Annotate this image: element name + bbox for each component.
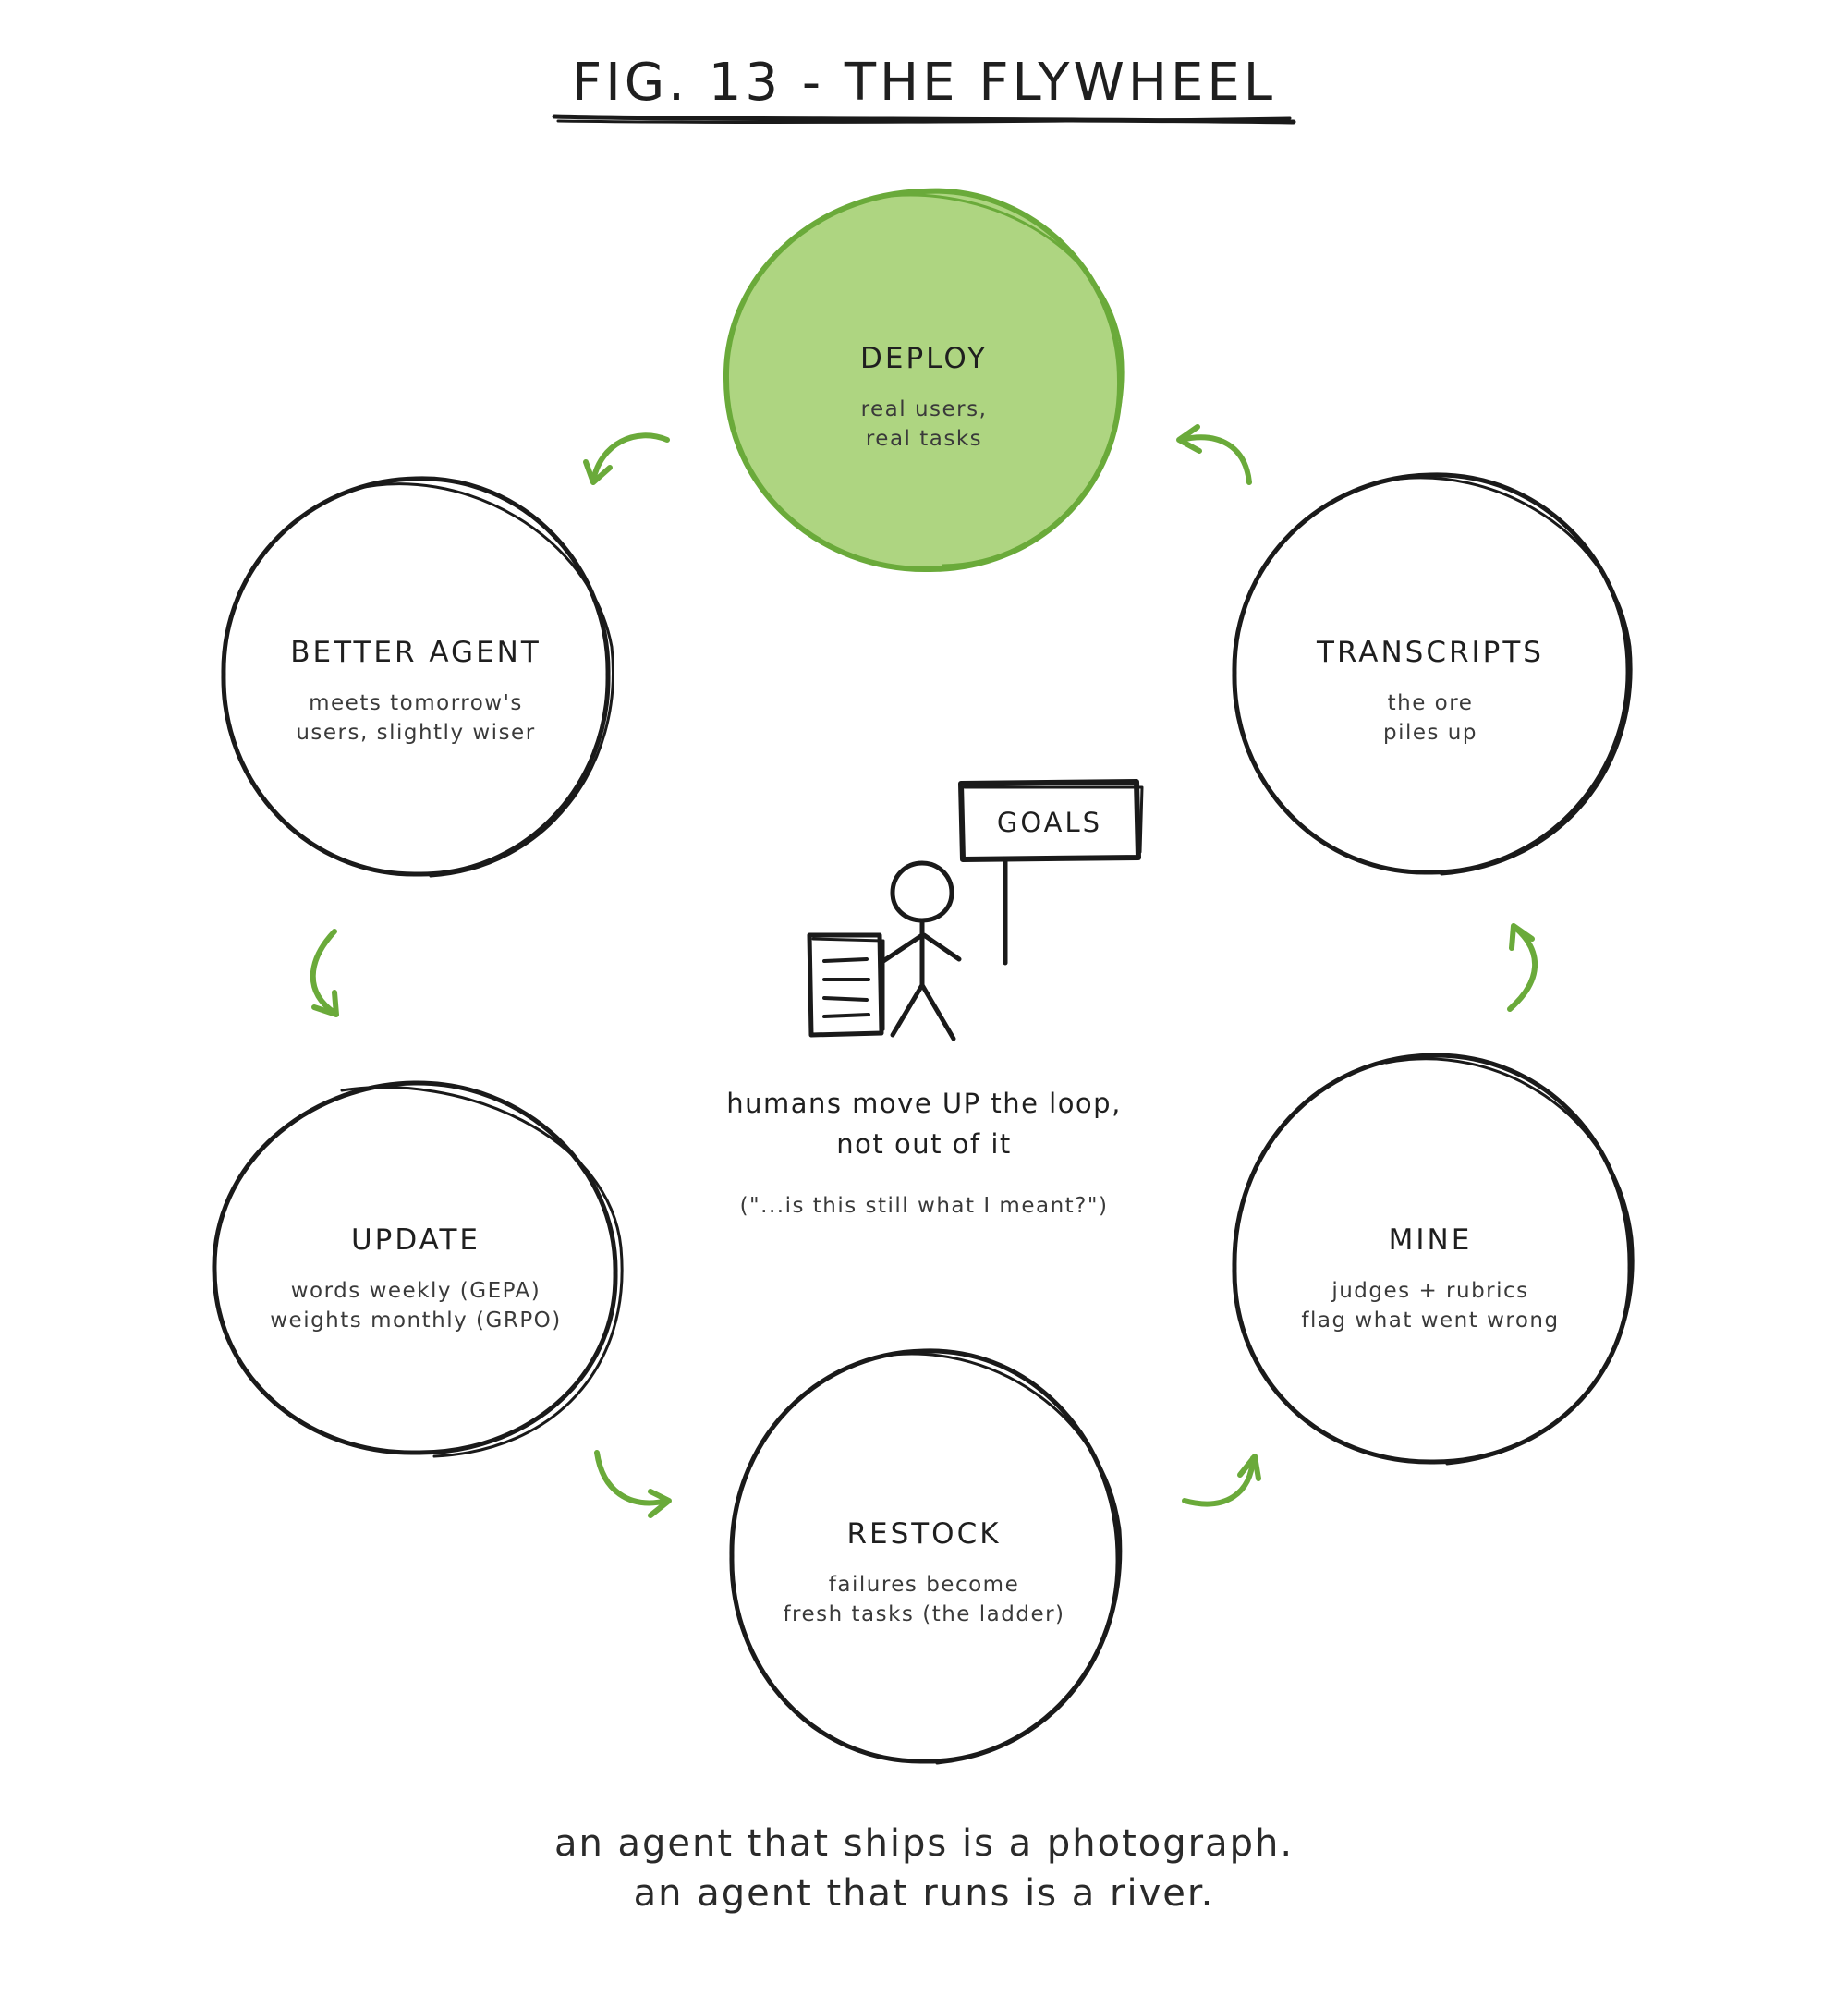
center-aside-quote: ("...is this still what I meant?") (740, 1194, 1109, 1218)
goals-sign-board (958, 779, 1141, 862)
caption-line-2: an agent that runs is a river. (634, 1872, 1215, 1915)
node-transcripts-line-2: piles up (1383, 721, 1477, 745)
node-update-line-1: words weekly (GEPA) (291, 1279, 541, 1303)
clipboard-line-1 (822, 957, 869, 963)
goals-sign-board-second-stroke (963, 785, 1144, 854)
node-transcripts-title: TRANSCRIPTS (1316, 636, 1544, 669)
edge-restock-to-mine (1182, 1454, 1261, 1507)
node-better-agent-line-2: users, slightly wiser (296, 721, 535, 745)
edge-update-to-restock-head (648, 1489, 672, 1518)
caption-line-1: an agent that ships is a photograph. (554, 1822, 1294, 1865)
clipboard-icon-second-stroke (811, 937, 885, 1031)
node-update: UPDATE words weekly (GEPA) weights month… (212, 1080, 624, 1458)
stick-figure-head (890, 860, 954, 923)
clipboard-line-4 (822, 1013, 870, 1018)
node-deploy-line-2: real tasks (866, 427, 982, 451)
edge-better-agent-to-update-head (311, 990, 339, 1017)
edge-transcripts-to-deploy-shaft (1178, 434, 1252, 485)
node-transcripts-line-1: the ore (1388, 691, 1474, 715)
stick-figure-right-leg (919, 982, 956, 1041)
clipboard-line-3 (822, 996, 869, 1002)
node-better-agent: BETTER AGENT meets tomorrow's users, sli… (221, 476, 614, 878)
edge-better-agent-to-update (310, 929, 339, 1017)
edge-update-to-restock (594, 1450, 672, 1518)
node-deploy-line-1: real users, (861, 397, 988, 421)
node-transcripts: TRANSCRIPTS the ore piles up (1232, 472, 1633, 876)
edge-transcripts-to-deploy (1176, 424, 1252, 485)
human-figure-group: GOALS (807, 779, 1144, 1041)
node-transcripts-circle-second-stroke (1384, 476, 1633, 876)
node-restock-circle-second-stroke (876, 1352, 1123, 1765)
edge-mine-to-transcripts-head (1509, 923, 1535, 951)
edge-better-agent-to-update-shaft (310, 929, 337, 1016)
edge-mine-to-transcripts (1507, 923, 1538, 1012)
node-better-agent-line-1: meets tomorrow's (309, 691, 523, 715)
node-restock-line-1: failures become (829, 1573, 1019, 1597)
node-better-agent-circle (221, 476, 611, 877)
node-better-agent-circle-second-stroke (349, 482, 614, 878)
edge-restock-to-mine-shaft (1182, 1455, 1256, 1507)
node-mine-title: MINE (1389, 1223, 1473, 1257)
goals-sign-label: GOALS (997, 807, 1102, 838)
edge-deploy-to-better-agent-shaft (590, 432, 670, 483)
node-mine-circle-second-stroke (1384, 1057, 1635, 1466)
node-deploy-title: DEPLOY (860, 342, 988, 375)
node-update-circle-second-stroke (340, 1086, 624, 1458)
node-update-line-2: weights monthly (GRPO) (270, 1308, 562, 1333)
edge-update-to-restock-shaft (594, 1450, 670, 1506)
title-underline-second-stroke (556, 116, 1292, 124)
node-mine-line-1: judges + rubrics (1331, 1279, 1528, 1303)
edge-deploy-to-better-agent-head (583, 459, 613, 485)
node-better-agent-title: BETTER AGENT (290, 636, 541, 669)
edge-transcripts-to-deploy-head (1176, 424, 1202, 454)
node-restock-line-2: fresh tasks (the ladder) (783, 1602, 1064, 1626)
node-restock-title: RESTOCK (846, 1517, 1001, 1551)
stick-figure-left-arm (881, 932, 925, 964)
node-deploy: DEPLOY real users, real tasks (723, 188, 1125, 573)
node-mine-line-2: flag what went wrong (1301, 1308, 1559, 1333)
edge-deploy-to-better-agent (583, 432, 670, 485)
center-message-line-2: not out of it (836, 1128, 1012, 1160)
edge-restock-to-mine-head (1237, 1454, 1261, 1481)
node-mine: MINE judges + rubrics flag what went wro… (1232, 1053, 1635, 1466)
node-restock: RESTOCK failures become fresh tasks (the… (729, 1348, 1123, 1765)
stick-figure-right-arm (921, 932, 962, 962)
clipboard-icon (807, 932, 884, 1038)
center-message-line-1: humans move UP the loop, (726, 1088, 1122, 1119)
node-update-circle (212, 1080, 618, 1455)
figure-title: FIG. 13 - THE FLYWHEEL (572, 53, 1276, 113)
stick-figure-left-leg (890, 982, 925, 1038)
node-update-title: UPDATE (351, 1223, 480, 1257)
node-deploy-circle-second-stroke (875, 193, 1125, 567)
